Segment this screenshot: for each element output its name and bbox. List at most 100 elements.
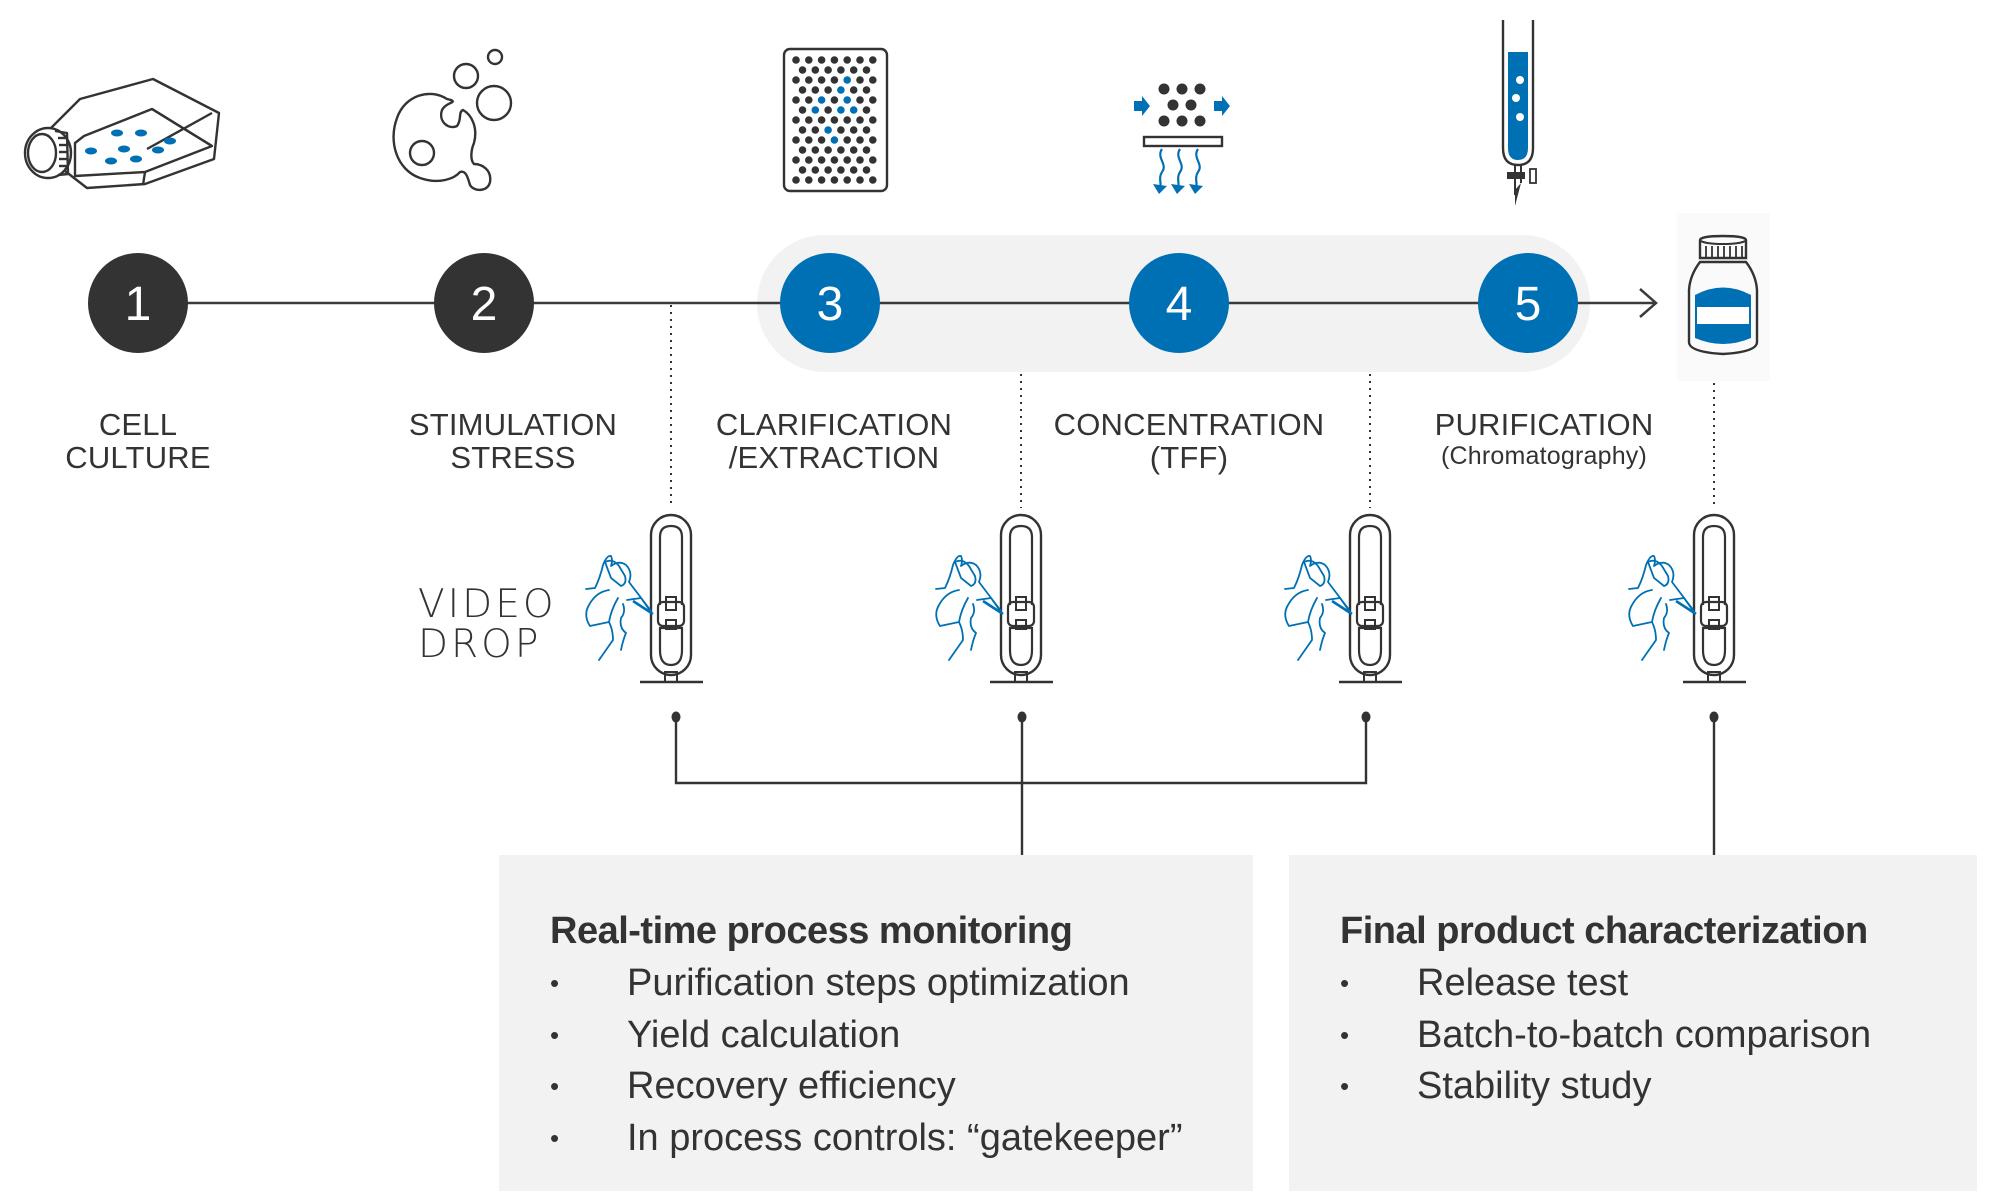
well (792, 136, 800, 144)
chromatography-column-icon (1501, 20, 1537, 206)
step-number: 2 (471, 278, 498, 331)
panel-connectors (674, 720, 1716, 855)
realtime-monitoring-panel: Real-time process monitoring •Purificati… (499, 855, 1253, 1191)
product-bottle-icon (1687, 234, 1759, 356)
step-label-clarification: CLARIFICATION /EXTRACTION (715, 407, 953, 475)
well-plate-icon (782, 47, 889, 193)
well-highlighted (817, 96, 826, 104)
well (856, 136, 864, 144)
well (869, 176, 877, 184)
step-number: 1 (125, 278, 152, 331)
well (792, 156, 800, 164)
well (869, 56, 877, 64)
well (805, 156, 813, 164)
well (805, 136, 813, 144)
well (824, 166, 832, 174)
step-label-purification: PURIFICATION (Chromatography) (1434, 407, 1654, 470)
well (792, 116, 800, 124)
well (856, 176, 864, 184)
well (856, 76, 864, 84)
step-label-cell-culture: CELL CULTURE (65, 407, 211, 475)
step-label-stimulation-stress: STIMULATION STRESS (408, 407, 618, 475)
well (843, 116, 851, 124)
well (792, 56, 800, 64)
well (843, 156, 851, 164)
well-highlighted (843, 76, 851, 84)
connector-dots (671, 711, 1719, 723)
well (830, 76, 839, 84)
step-circle (88, 253, 188, 353)
well-highlighted (824, 126, 832, 134)
well (811, 166, 820, 174)
well (798, 146, 807, 154)
well (792, 96, 800, 104)
well (837, 126, 845, 134)
well (862, 166, 871, 174)
membrane (1142, 135, 1224, 148)
well (798, 66, 807, 74)
well (830, 116, 839, 124)
well (817, 76, 826, 84)
step-2-marker: 2 (434, 253, 534, 353)
well (824, 66, 832, 74)
panel-title: Final product characterization (1340, 910, 1868, 952)
well (805, 96, 813, 104)
well (792, 76, 800, 84)
well (869, 136, 877, 144)
well (830, 96, 839, 104)
well (837, 166, 845, 174)
step-5-marker: 5 (1478, 253, 1578, 353)
well (849, 146, 858, 154)
well (817, 176, 826, 184)
flow-in-arrow (1134, 96, 1150, 116)
well (817, 56, 826, 64)
well (869, 116, 877, 124)
videodrop-instrument-icon (1284, 513, 1402, 684)
step-number: 4 (1166, 278, 1193, 331)
videodrop-instrument-icon (585, 513, 703, 684)
well (862, 126, 871, 134)
well (798, 86, 807, 94)
well (811, 86, 820, 94)
step-label-concentration: CONCENTRATION (TFF) (1053, 407, 1325, 475)
well (843, 176, 851, 184)
dotted-connectors (670, 305, 1715, 508)
well-highlighted (849, 106, 858, 114)
well (849, 66, 858, 74)
well (824, 146, 832, 154)
videodrop-logo: VIDEO DROP (418, 582, 557, 667)
well (849, 166, 858, 174)
well-highlighted (843, 96, 851, 104)
panel-title: Real-time process monitoring (550, 910, 1073, 952)
well (869, 76, 877, 84)
well (856, 56, 864, 64)
tangential-flow-filtration-icon (1134, 83, 1230, 194)
well (830, 56, 839, 64)
well (837, 66, 845, 74)
step-1-marker: 1 (88, 253, 188, 353)
stimulated-cell-icon (392, 48, 513, 192)
well (862, 106, 871, 114)
well (862, 86, 871, 94)
well (862, 66, 871, 74)
cell-culture-flask-icon (23, 77, 221, 190)
cell-dots (85, 129, 176, 165)
well-highlighted (830, 136, 839, 144)
well (824, 106, 832, 114)
well (811, 126, 820, 134)
well (817, 156, 826, 164)
well (856, 156, 864, 164)
well-highlighted (837, 86, 845, 94)
timeline-arrowhead (1639, 288, 1658, 318)
well (837, 146, 845, 154)
well (843, 56, 851, 64)
well (811, 66, 820, 74)
well (805, 56, 813, 64)
step-number: 3 (817, 278, 844, 331)
well (869, 96, 877, 104)
step-circle (1478, 253, 1578, 353)
well (862, 146, 871, 154)
step-number: 5 (1515, 278, 1542, 331)
well-highlighted (837, 106, 845, 114)
